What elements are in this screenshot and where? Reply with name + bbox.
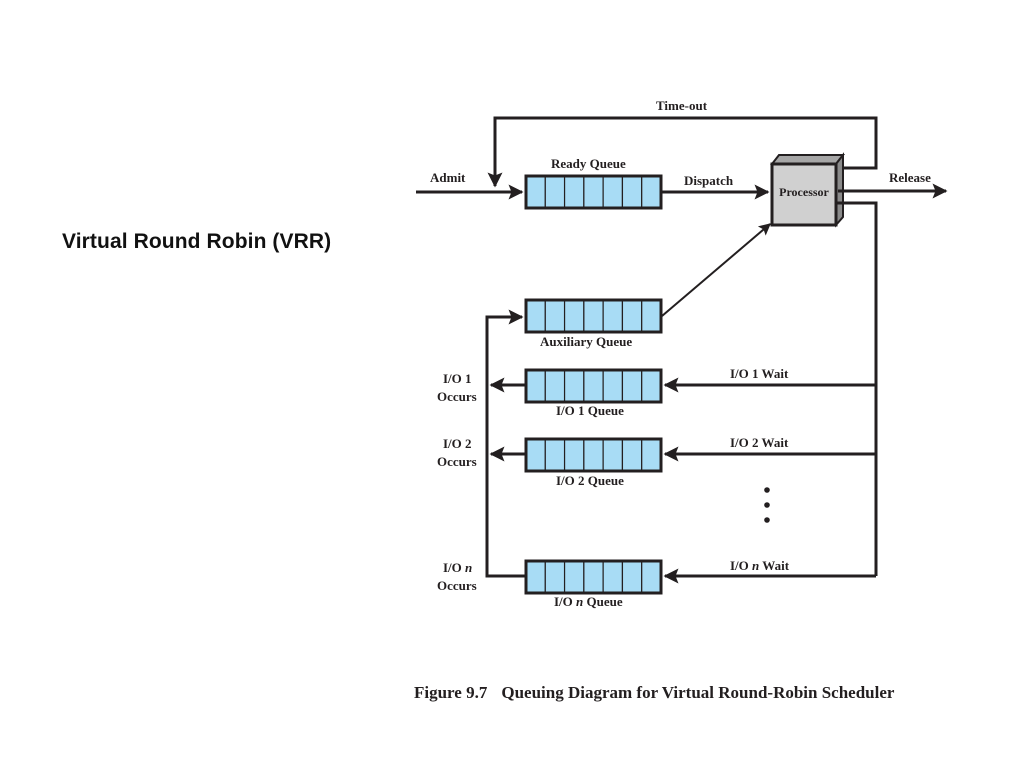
io1-wait-label: I/O 1 Wait	[730, 366, 789, 381]
auxiliary-queue-label: Auxiliary Queue	[540, 334, 632, 349]
queue-slot	[602, 560, 624, 594]
queue-slot	[544, 560, 566, 594]
queue-slot	[525, 369, 546, 403]
queue-slot	[544, 299, 566, 333]
time-out-label: Time-out	[656, 98, 708, 113]
queue-slot	[563, 438, 585, 472]
ion-wait-label: I/O n Wait	[730, 558, 790, 573]
io2-occurs-label-2: Occurs	[437, 454, 477, 469]
dispatch-label: Dispatch	[684, 173, 734, 188]
queue-slot	[641, 560, 662, 594]
ion-queue	[524, 559, 663, 595]
queue-slot	[602, 438, 624, 472]
io2-wait-label: I/O 2 Wait	[730, 435, 789, 450]
processor-label: Processor	[779, 185, 829, 199]
queue-frame	[524, 298, 663, 334]
queue-slot	[583, 369, 604, 403]
ellipsis-dot	[764, 517, 770, 523]
queue-slot	[525, 438, 546, 472]
ellipsis-dot	[764, 502, 770, 508]
queue-slot	[621, 369, 643, 403]
io1-queue	[524, 368, 663, 404]
queue-slot	[525, 175, 546, 209]
queue-slot	[544, 369, 566, 403]
queue-slot	[563, 369, 585, 403]
queue-slot	[621, 175, 643, 209]
queue-slot	[641, 299, 662, 333]
ellipsis-dot	[764, 487, 770, 493]
queue-slot	[641, 438, 662, 472]
processor-front-face	[770, 162, 838, 227]
queue-slot	[621, 299, 643, 333]
queue-slot	[544, 438, 566, 472]
queue-slot	[563, 299, 585, 333]
queue-slot	[641, 175, 662, 209]
queue-slot	[641, 369, 662, 403]
queue-slot	[602, 369, 624, 403]
io-wait-trunk	[836, 201, 878, 576]
ready-queue-label: Ready Queue	[551, 156, 626, 171]
admit-label: Admit	[430, 170, 466, 185]
ion-queue-label: I/O n Queue	[554, 594, 623, 609]
ion-occurs-label-2: Occurs	[437, 578, 477, 593]
queue-slot	[583, 438, 604, 472]
io1-occurs-label-2: Occurs	[437, 389, 477, 404]
queue-slot	[563, 175, 585, 209]
queue-slot	[621, 560, 643, 594]
auxiliary-to-processor-arrow	[661, 223, 771, 317]
time-out-path	[487, 116, 878, 188]
queue-slot	[602, 175, 624, 209]
io2-queue	[524, 437, 663, 473]
io-occurs-trunk	[485, 309, 525, 578]
auxiliary-queue	[524, 298, 663, 334]
io2-queue-label: I/O 2 Queue	[556, 473, 624, 488]
queue-slot	[602, 299, 624, 333]
processor-box: Processor	[769, 152, 846, 228]
queue-slot	[544, 175, 566, 209]
slide-title: Virtual Round Robin (VRR)	[62, 230, 332, 253]
queue-slot	[525, 560, 546, 594]
io1-queue-label: I/O 1 Queue	[556, 403, 624, 418]
queue-slot	[525, 299, 546, 333]
queue-slot	[563, 560, 585, 594]
ready-queue	[524, 174, 663, 210]
queue-slot	[621, 438, 643, 472]
io1-occurs-label-1: I/O 1	[443, 371, 472, 386]
ion-occurs-label-1: I/O n	[443, 560, 472, 575]
queue-slot	[583, 299, 604, 333]
queue-slot	[583, 175, 604, 209]
queue-slot	[583, 560, 604, 594]
queue-frame	[524, 559, 663, 595]
io2-occurs-label-1: I/O 2	[443, 436, 472, 451]
release-label: Release	[889, 170, 931, 185]
